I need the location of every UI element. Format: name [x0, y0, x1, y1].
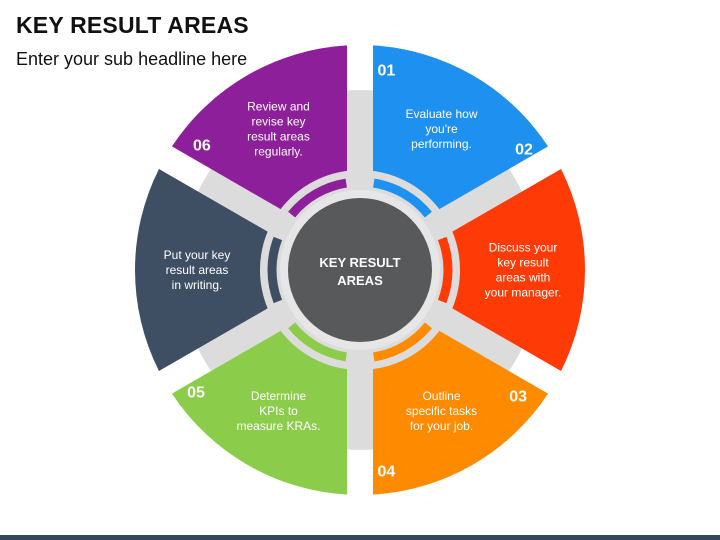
inner-arc-01 — [372, 178, 432, 218]
segment-description-line: performing. — [411, 137, 472, 151]
segment-description-line: key result — [497, 256, 549, 270]
segment-shape — [373, 45, 549, 210]
footer-bar — [0, 535, 720, 540]
inner-arc-03 — [372, 322, 432, 362]
inner-arc-05 — [267, 236, 283, 304]
center-hub: KEY RESULT AREAS — [288, 198, 432, 342]
center-label: KEY RESULT AREAS — [319, 255, 400, 288]
segment-number: 02 — [515, 142, 533, 159]
segment-description-line: specific tasks — [406, 404, 477, 418]
center-label-line: KEY RESULT — [319, 255, 400, 270]
segment-description-line: Review and — [247, 99, 310, 113]
segment-description-line: for your job. — [410, 419, 473, 433]
segment-shape — [452, 168, 585, 372]
center-label-line: AREAS — [337, 273, 383, 288]
segment-description-line: regularly. — [254, 144, 302, 158]
segment-number: 03 — [509, 389, 527, 406]
segment-description-line: in writing. — [172, 278, 223, 292]
segment-description-line: revise key — [251, 114, 305, 128]
segment-shape — [171, 330, 347, 495]
segment-description-line: measure KRAs. — [236, 419, 320, 433]
segment-number: 05 — [187, 384, 205, 401]
segment-shape — [171, 45, 347, 210]
segment-description-line: result areas — [166, 263, 229, 277]
segment-description-line: Put your key — [164, 248, 231, 262]
inner-arc-06 — [288, 178, 348, 218]
segment-description-line: Discuss your — [489, 241, 558, 255]
segment-shape — [373, 330, 549, 495]
center-circle — [288, 198, 432, 342]
segment-shape — [135, 168, 268, 372]
segment-number: 04 — [377, 463, 395, 480]
segment-description-line: KPIs to — [259, 404, 298, 418]
inner-arc-04 — [288, 322, 348, 362]
segment-description-line: your manager. — [485, 286, 562, 300]
page-subtitle: Enter your sub headline here — [16, 49, 248, 69]
segment-number: 06 — [193, 137, 211, 154]
segment-description-line: areas with — [496, 271, 551, 285]
inner-arc-02 — [437, 236, 453, 304]
segment-description-line: you're — [425, 122, 458, 136]
segment-number: 01 — [377, 63, 395, 80]
page-title: KEY RESULT AREAS — [16, 12, 249, 38]
segment-description-line: Determine — [251, 389, 307, 403]
segment-description-line: Evaluate how — [405, 107, 477, 121]
segment-description-line: result areas — [247, 129, 310, 143]
segment-description-line: Outline — [422, 389, 460, 403]
